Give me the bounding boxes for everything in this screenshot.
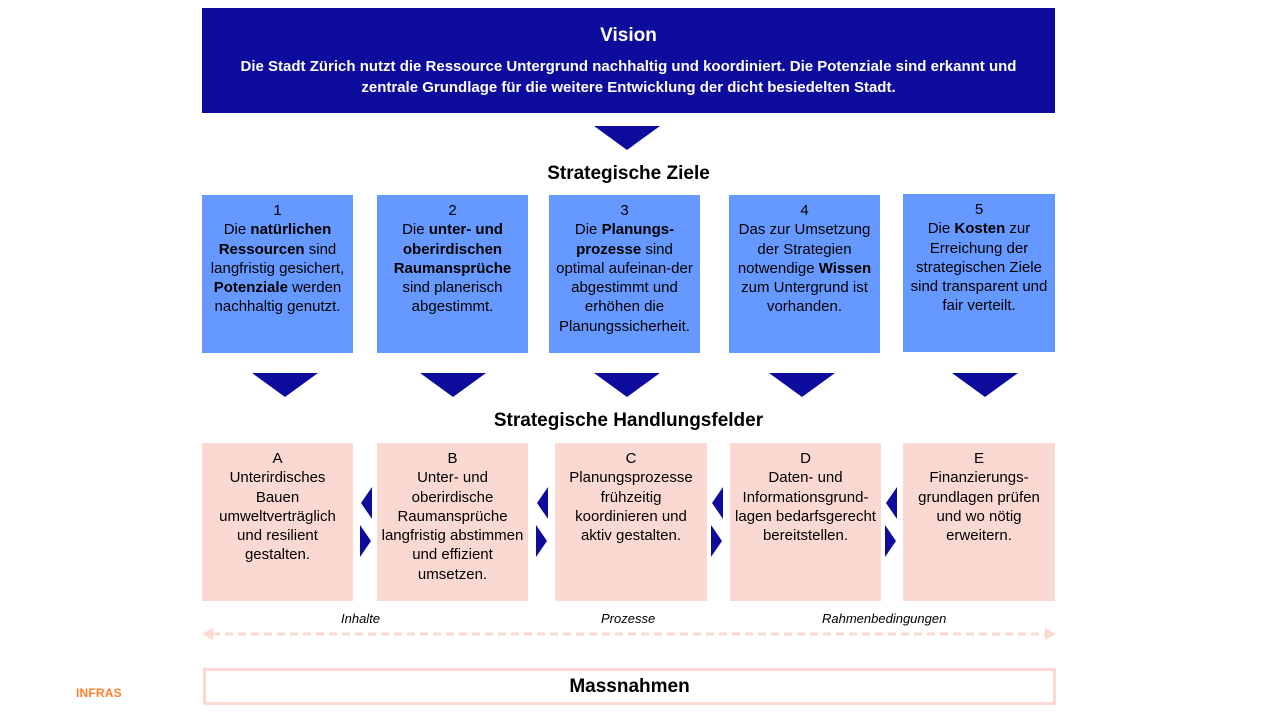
goal-text: Die unter- und oberirdischen Raumansprüc… bbox=[380, 220, 525, 316]
goal-text-regular: werden nachhaltig genutzt. bbox=[214, 279, 342, 316]
goal-text-bold: natürlichen Ressourcen bbox=[218, 221, 332, 258]
goal-text-regular: zum Untergrund ist vorhanden. bbox=[741, 279, 868, 316]
arrow-down-icon bbox=[420, 373, 486, 397]
goal-box: 1 Die natürlichen Ressourcen sind langfr… bbox=[202, 195, 353, 353]
arrow-right-icon bbox=[711, 525, 722, 557]
goal-text-regular: sind planerisch abgestimmt. bbox=[402, 279, 503, 316]
arrow-right-icon bbox=[885, 525, 896, 557]
arrow-left-icon bbox=[361, 487, 372, 519]
field-letter: E bbox=[973, 450, 984, 467]
axis-label-processes: Prozesse bbox=[601, 611, 656, 626]
goal-text-bold: Planungs-prozesse bbox=[576, 221, 675, 258]
arrow-right-icon bbox=[536, 525, 547, 557]
arrow-down-icon bbox=[769, 373, 835, 397]
field-text: Planungsprozesse frühzeitig koordinieren… bbox=[569, 469, 693, 545]
goal-text-regular: Die bbox=[223, 221, 251, 239]
goals-heading: Strategische Ziele bbox=[547, 163, 710, 184]
goal-text: Die Planungs-prozesse sind optimal aufei… bbox=[552, 220, 697, 336]
field-box: D Daten- und Informationsgrund-lagen bed… bbox=[730, 443, 881, 601]
goal-number: 4 bbox=[800, 202, 809, 219]
field-box: C Planungsprozesse frühzeitig koordinier… bbox=[555, 443, 707, 601]
goal-text-regular: zur Erreichung der strategischen Ziele s… bbox=[910, 220, 1048, 315]
field-letter: A bbox=[272, 450, 283, 467]
goal-text-regular: Die bbox=[574, 221, 602, 239]
axis-label-framework: Rahmenbedingungen bbox=[822, 611, 947, 626]
arrow-right-icon bbox=[360, 525, 371, 557]
goal-box: 2 Die unter- und oberirdischen Raumanspr… bbox=[377, 195, 528, 353]
goal-text-regular: sind optimal aufeinan-der abgestimmt und… bbox=[556, 240, 693, 335]
goal-box: 5 Die Kosten zur Erreichung der strategi… bbox=[903, 194, 1055, 352]
goal-number: 3 bbox=[620, 202, 629, 219]
field-box: E Finanzierungs-grundlagen prüfen und wo… bbox=[903, 443, 1055, 601]
arrow-down-icon bbox=[594, 373, 660, 397]
arrow-down-icon bbox=[594, 126, 660, 150]
field-text: Finanzierungs-grundlagen prüfen und wo n… bbox=[918, 469, 1040, 545]
goal-box: 4 Das zur Umsetzung der Strategien notwe… bbox=[729, 195, 880, 353]
fields-heading: Strategische Handlungsfelder bbox=[493, 410, 764, 431]
goal-number: 1 bbox=[273, 202, 282, 219]
goal-number: 5 bbox=[974, 201, 984, 218]
field-box: A Unterirdisches Bauen umweltverträglich… bbox=[202, 443, 353, 601]
goal-text-bold: Kosten bbox=[954, 220, 1006, 238]
goal-text: Die Kosten zur Erreichung der strategisc… bbox=[906, 219, 1052, 315]
goal-text-bold: unter- und oberirdischen Raumansprüche bbox=[393, 221, 512, 277]
field-letter: B bbox=[447, 450, 458, 467]
field-box: B Unter- und oberirdische Raumansprüche … bbox=[377, 443, 528, 601]
goal-text: Die natürlichen Ressourcen sind langfris… bbox=[205, 220, 350, 316]
goal-box: 3 Die Planungs-prozesse sind optimal auf… bbox=[549, 195, 700, 353]
field-text: Unter- und oberirdische Raumansprüche la… bbox=[381, 469, 524, 583]
measures-box: Massnahmen bbox=[203, 668, 1056, 705]
goal-text-bold: Wissen bbox=[818, 259, 872, 277]
vision-text: Die Stadt Zürich nutzt die Ressource Unt… bbox=[240, 58, 1017, 96]
vision-box: Vision Die Stadt Zürich nutzt die Ressou… bbox=[202, 8, 1055, 113]
field-letter: D bbox=[800, 450, 811, 467]
goal-text: Das zur Umsetzung der Strategien notwend… bbox=[732, 220, 877, 316]
axis-label-content: Inhalte bbox=[341, 611, 381, 626]
goal-text-bold: Potenziale bbox=[213, 279, 288, 297]
arrow-down-icon bbox=[252, 373, 318, 397]
field-text: Unterirdisches Bauen umweltverträglich u… bbox=[219, 469, 336, 564]
arrow-left-icon bbox=[712, 487, 723, 519]
vision-title: Vision bbox=[600, 25, 657, 46]
arrow-left-icon bbox=[886, 487, 897, 519]
arrow-down-icon bbox=[952, 373, 1018, 397]
field-letter: C bbox=[625, 450, 637, 467]
goal-text-regular: sind langfristig gesichert, bbox=[210, 240, 345, 277]
field-text: Daten- und Informationsgrund-lagen bedar… bbox=[735, 469, 876, 545]
goal-text-regular: Die bbox=[402, 221, 429, 239]
goal-number: 2 bbox=[448, 202, 457, 219]
infras-logo: INFRAS bbox=[76, 686, 122, 700]
goal-text-regular: Die bbox=[927, 220, 955, 238]
goal-text-regular: Das zur Umsetzung der Strategien notwend… bbox=[737, 221, 871, 277]
arrow-left-icon bbox=[537, 487, 548, 519]
double-arrow-icon bbox=[202, 628, 1056, 640]
